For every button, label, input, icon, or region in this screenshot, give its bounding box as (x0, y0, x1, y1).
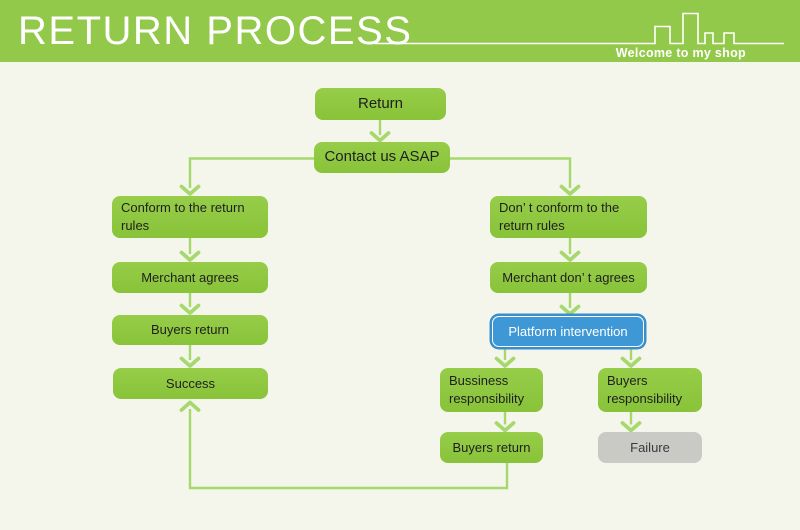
header-banner: RETURN PROCESS Welcome to my shop (0, 0, 800, 62)
node-contact-us-asap: Contact us ASAP (314, 142, 450, 173)
shop-tagline: Welcome to my shop (615, 46, 746, 60)
node-success: Success (113, 368, 268, 399)
node-business-responsibility: Bussiness responsibility (440, 368, 543, 412)
node-buyers-return-2: Buyers return (440, 432, 543, 463)
node-merchant-agrees: Merchant agrees (112, 262, 268, 293)
node-platform-intervention: Platform intervention (492, 316, 644, 347)
node-return: Return (315, 88, 446, 120)
skyline-icon (375, 12, 784, 45)
node-buyers-return: Buyers return (112, 315, 268, 345)
node-conform-return-rules: Conform to the return rules (112, 196, 268, 238)
node-merchant-not-agrees: Merchant don’ t agrees (490, 262, 647, 293)
node-failure: Failure (598, 432, 702, 463)
node-buyers-responsibility: Buyers responsibility (598, 368, 702, 412)
node-not-conform-return-rules: Don’ t conform to the return rules (490, 196, 647, 238)
page-title: RETURN PROCESS (18, 9, 413, 53)
